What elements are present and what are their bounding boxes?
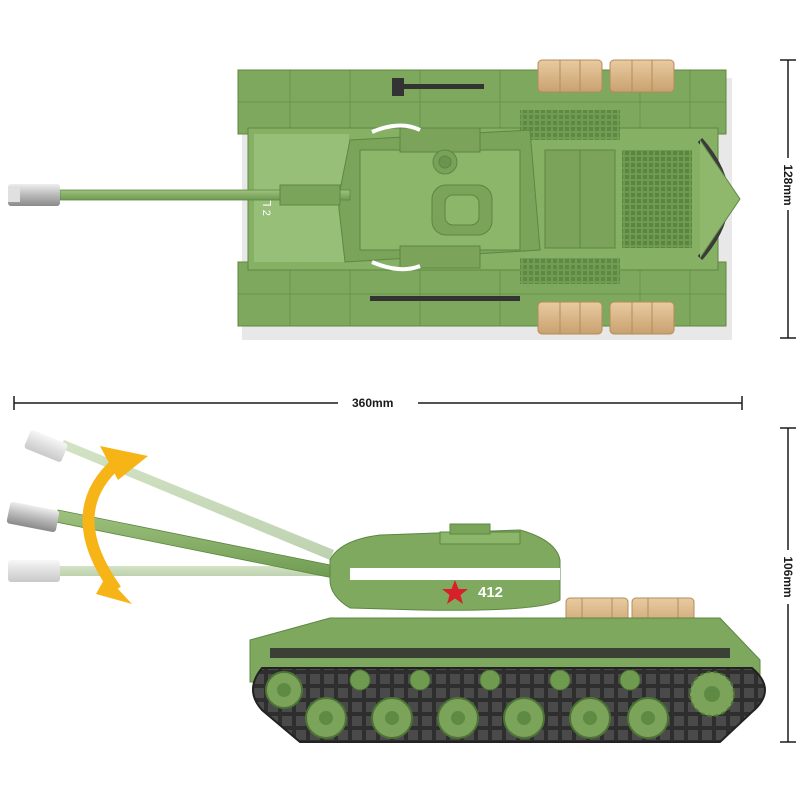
top-fuel-drums-lower <box>537 301 675 335</box>
top-height-dimension-label: 128mm <box>781 163 795 207</box>
shovel-tool <box>392 78 404 96</box>
dimension-side-height <box>780 427 796 743</box>
side-turret: 412 <box>329 523 561 611</box>
hull-number: 412 <box>478 584 503 601</box>
red-star-icon <box>442 580 468 604</box>
return-rollers <box>349 669 641 691</box>
top-hull-marking: ᒣ 2 <box>260 200 272 216</box>
side-height-dimension-label: 106mm <box>781 555 795 599</box>
dimension-width <box>13 396 743 410</box>
road-wheels <box>305 697 669 739</box>
ghost-barrel-depressed <box>8 560 330 582</box>
top-fuel-drums-upper <box>537 59 675 93</box>
turret-stripe <box>350 568 560 580</box>
top-muzzle-brake <box>8 184 60 206</box>
elevation-arrow-icon <box>82 446 148 604</box>
top-turret <box>337 123 541 272</box>
dimension-top-height <box>780 59 796 339</box>
width-dimension-label: 360mm <box>352 396 394 410</box>
tank-top-view: ᒣ 2 <box>8 59 741 340</box>
side-gun-barrel <box>6 501 346 581</box>
engine-grille <box>622 150 692 248</box>
